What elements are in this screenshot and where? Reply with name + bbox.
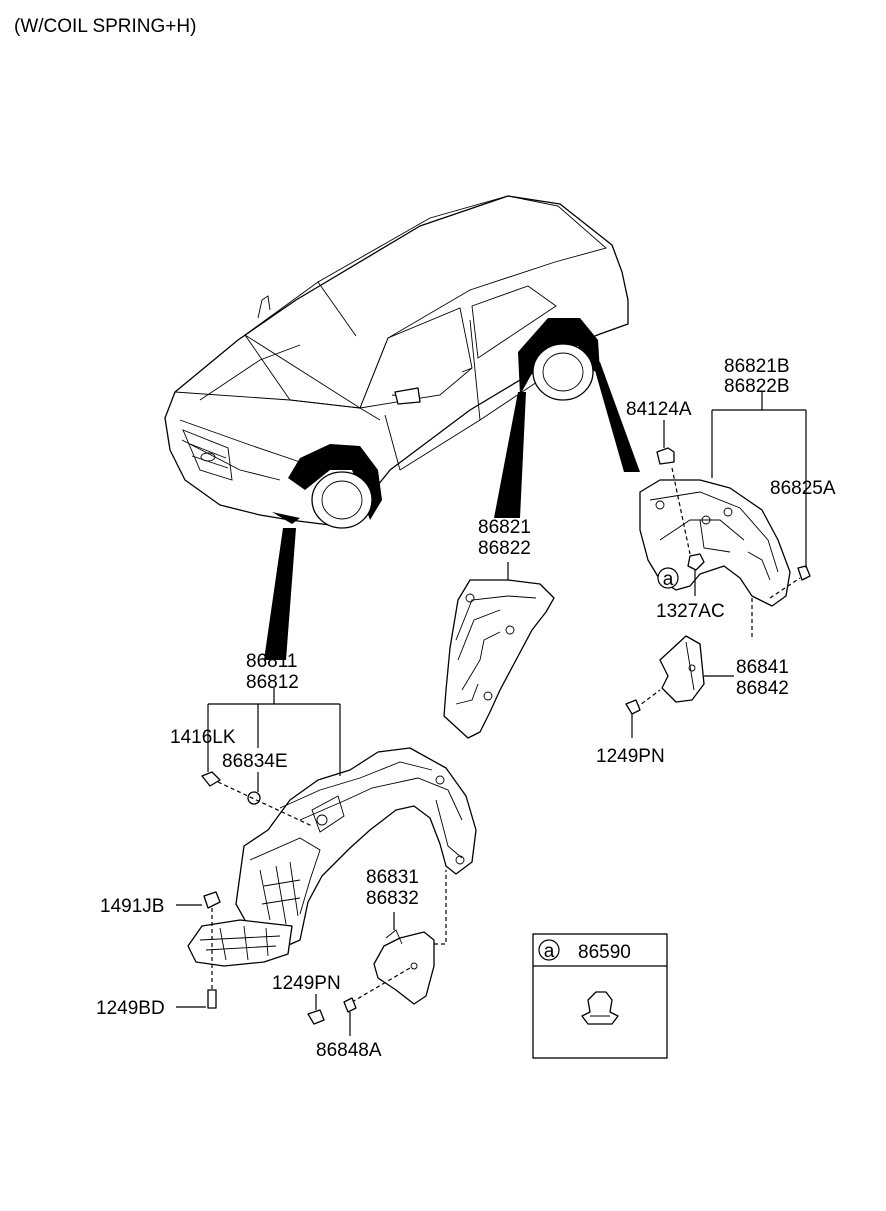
- front-liner-pointer: [264, 528, 296, 660]
- label-86822B: 86822B: [724, 376, 790, 397]
- label-86842: 86842: [736, 678, 789, 699]
- clip-84124A: [656, 447, 675, 465]
- washer-86834E: [247, 791, 261, 805]
- legend-box: a 86590: [532, 933, 668, 1059]
- bolt-1249BD: [207, 989, 217, 1009]
- label-86812: 86812: [246, 672, 299, 693]
- label-1491JB: 1491JB: [100, 896, 164, 917]
- rear-mud-flap-86841: [659, 635, 705, 703]
- front-undercover-plate: [187, 919, 293, 967]
- front-mud-flap-86831: [373, 929, 435, 1005]
- rear-liner-pointer: [494, 392, 526, 518]
- label-86831: 86831: [366, 867, 419, 888]
- callout-a-circle: [657, 567, 679, 589]
- screw-1249PN-rear: [625, 699, 641, 715]
- legend-part-number: 86590: [578, 942, 631, 963]
- nut-1327AC: [687, 553, 705, 571]
- callout-a-letter: a: [663, 569, 674, 590]
- label-86821: 86821: [478, 517, 531, 538]
- diagram-title: (W/COIL SPRING+H): [14, 16, 196, 37]
- label-1327AC: 1327AC: [656, 601, 725, 622]
- rear-outer-pointer: [592, 360, 640, 472]
- label-1416LK: 1416LK: [170, 727, 236, 748]
- label-86848A: 86848A: [316, 1040, 382, 1061]
- label-1249BD: 1249BD: [96, 998, 165, 1019]
- screw-1249PN-front: [307, 1009, 325, 1025]
- rear-liner-86821: [443, 579, 555, 739]
- car-illustration: [164, 195, 629, 529]
- legend-letter: a: [544, 941, 555, 962]
- clip-86848A: [343, 997, 357, 1013]
- label-86832: 86832: [366, 888, 419, 909]
- front-liner-86811: [235, 747, 477, 949]
- clip-1491JB: [203, 891, 221, 909]
- label-86821B: 86821B: [724, 356, 790, 377]
- label-1249PN-rear: 1249PN: [596, 746, 665, 767]
- label-86822: 86822: [478, 538, 531, 559]
- label-84124A: 84124A: [626, 399, 692, 420]
- label-86841: 86841: [736, 657, 789, 678]
- label-1249PN-front: 1249PN: [272, 973, 341, 994]
- clip-86825A: [797, 565, 811, 581]
- label-86834E: 86834E: [222, 751, 288, 772]
- label-86825A: 86825A: [770, 478, 836, 499]
- clip-1416LK: [201, 771, 221, 787]
- label-86811: 86811: [246, 651, 297, 672]
